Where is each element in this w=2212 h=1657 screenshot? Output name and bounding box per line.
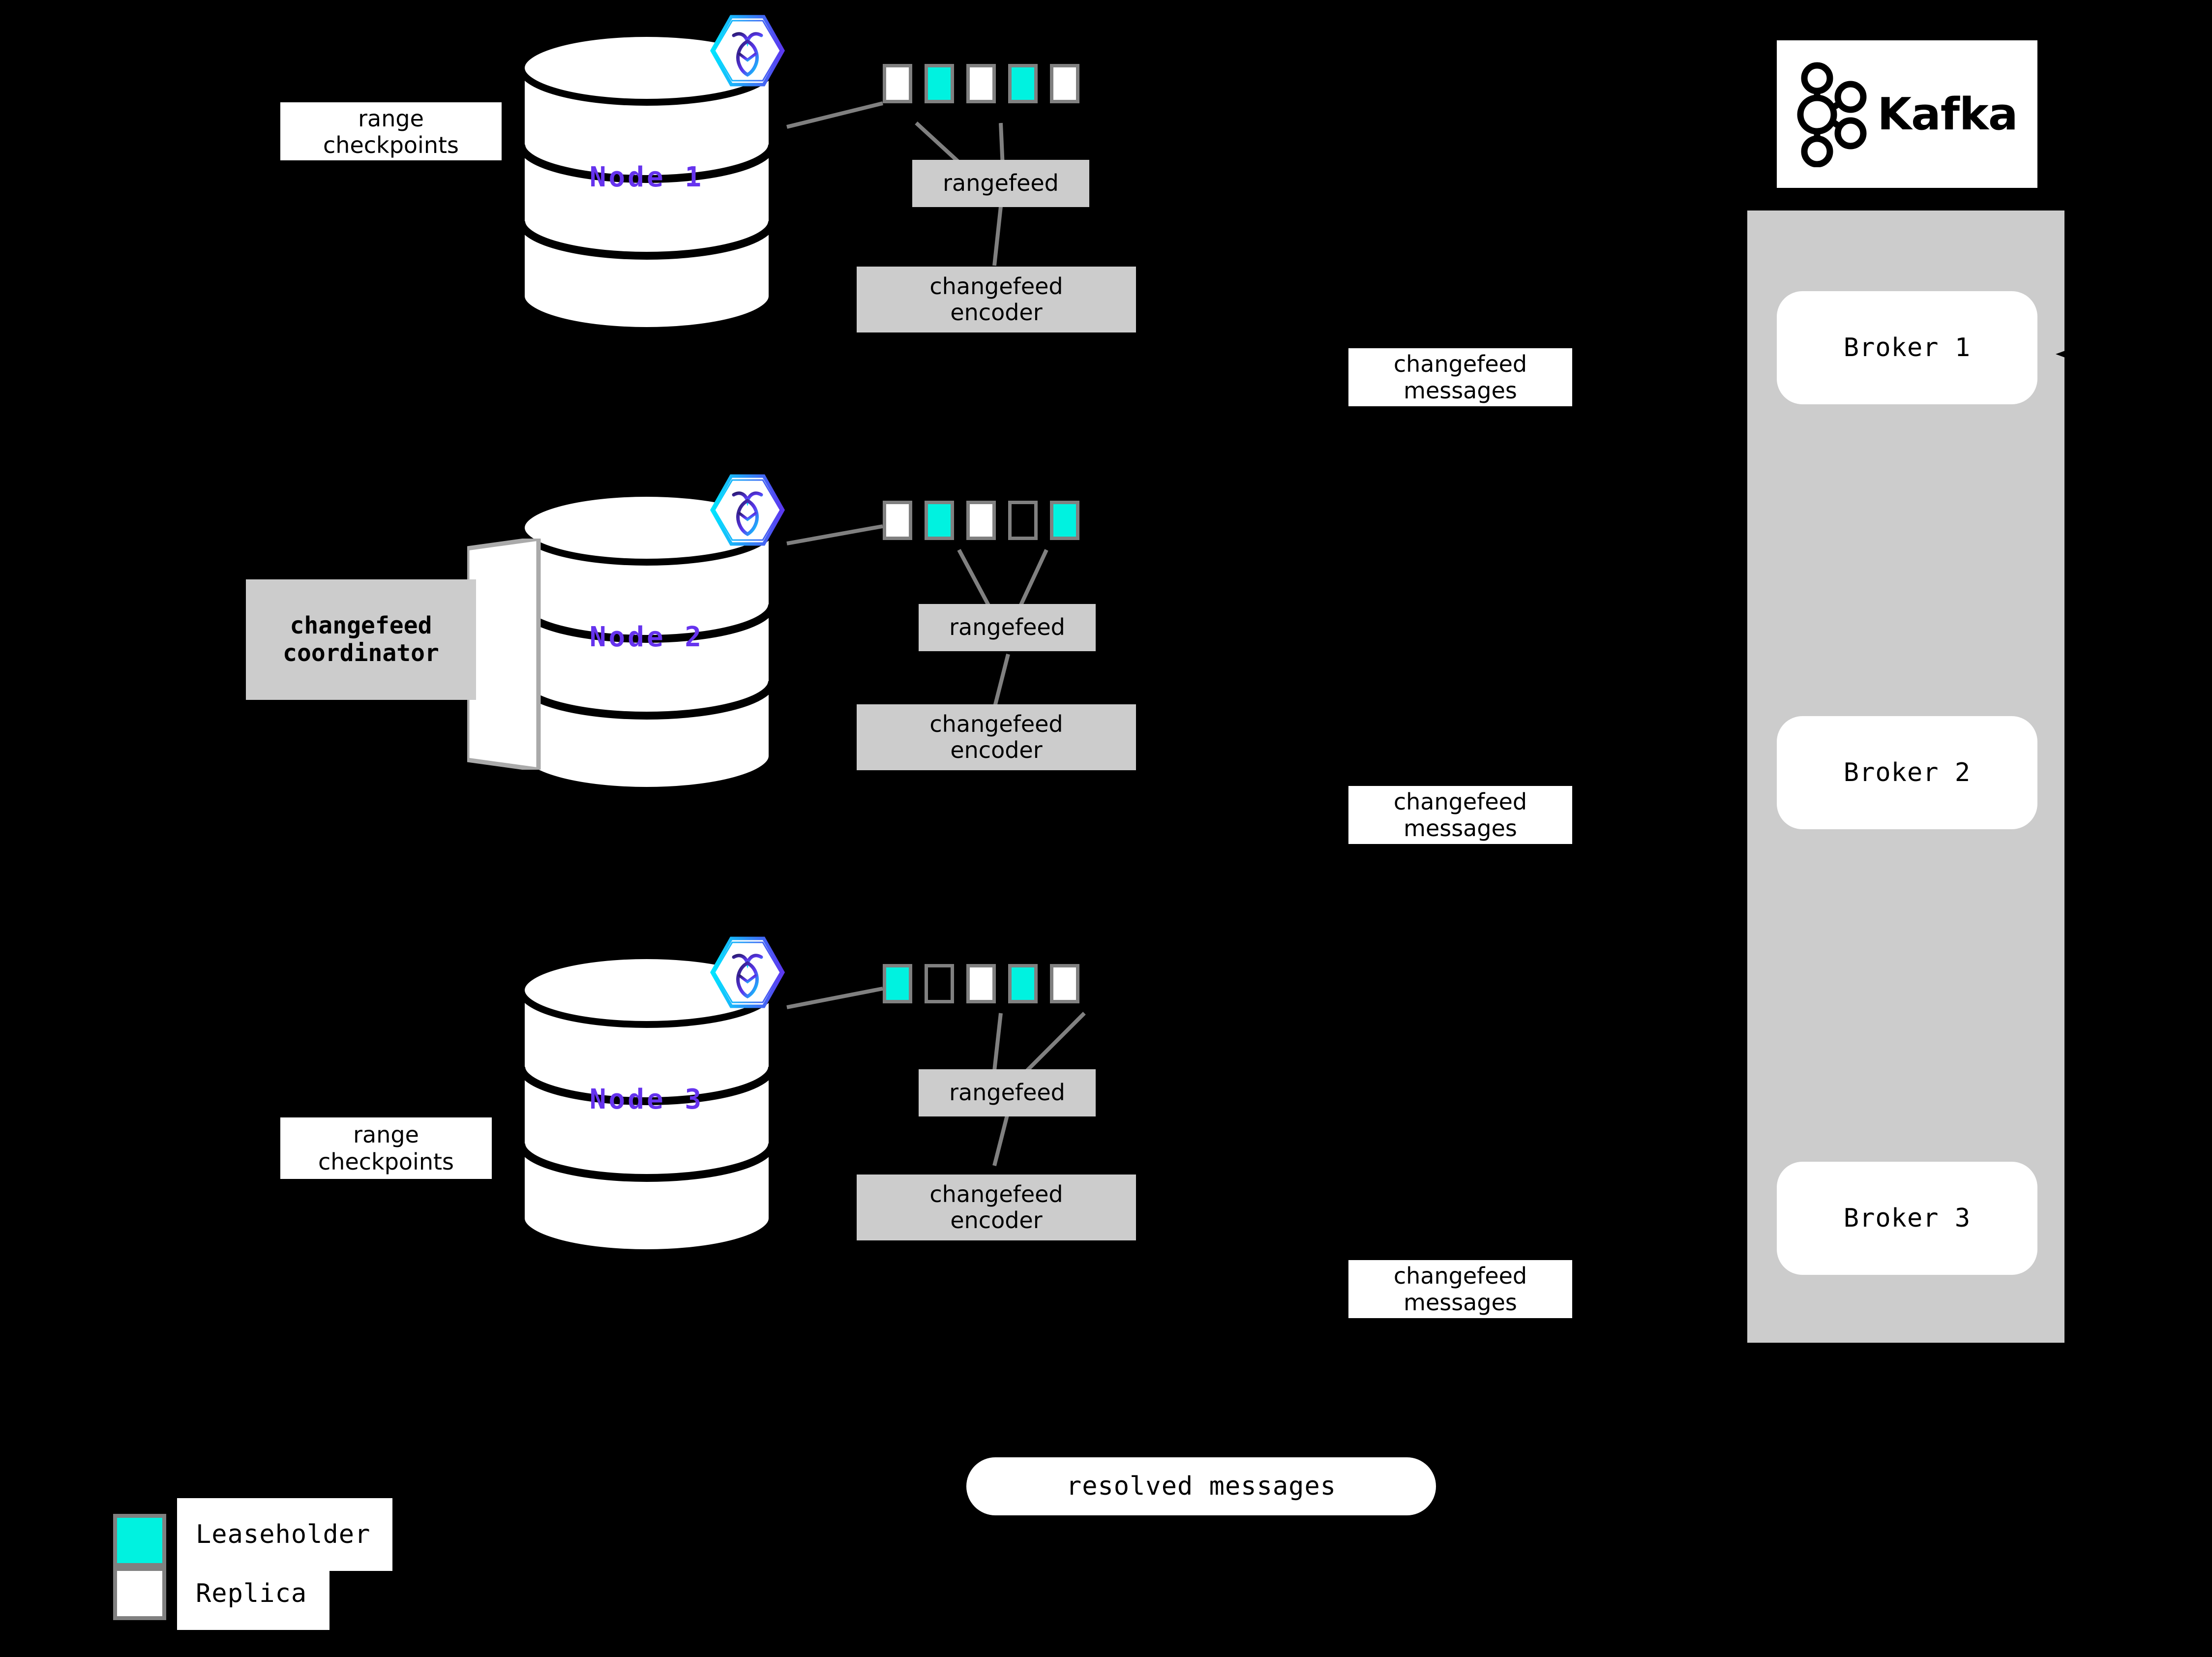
broker-label: Broker 2 [1843, 758, 1971, 787]
changefeed-messages-line-2: messages [1404, 1289, 1517, 1316]
range-box[interactable] [1050, 501, 1079, 540]
rangefeed-label: rangefeed [943, 170, 1059, 197]
encoder-line-2: encoder [950, 299, 1043, 326]
changefeed-messages-line-1: changefeed [1393, 350, 1527, 377]
changefeed-messages-line-2: messages [1404, 377, 1517, 404]
rangefeed-label: rangefeed [949, 614, 1065, 641]
node-2-rangefeed-box[interactable]: rangefeed [919, 604, 1096, 651]
kafka-inbound-arrowhead [2056, 346, 2077, 362]
range-box[interactable] [925, 501, 954, 540]
node-2-cylinder [516, 489, 777, 794]
range-checkpoints-line-2: checkpoints [323, 132, 459, 159]
legend-item-label: Leaseholder [196, 1520, 371, 1549]
kafka-wordmark: Kafka [1877, 88, 2018, 140]
node-3-label: Node 3 [589, 1084, 704, 1115]
coordinator-line-2: coordinator [283, 639, 439, 667]
node-3-cylinder [516, 952, 777, 1257]
legend-label-replica: Replica [177, 1557, 329, 1630]
node-1-label: Node 1 [589, 161, 704, 193]
node-1-range-row [883, 64, 1092, 103]
kafka-broker-1[interactable]: Broker 1 [1777, 291, 2037, 404]
changefeed-coordinator-callout-wedge [467, 539, 541, 770]
range-box[interactable] [1050, 64, 1079, 103]
node-2-changefeed-encoder-box[interactable]: changefeed encoder [857, 704, 1136, 770]
node-1-range-checkpoints-label: range checkpoints [280, 102, 502, 160]
changefeed-messages-label-1: changefeed messages [1348, 348, 1572, 406]
range-checkpoints-line-1: range [358, 105, 424, 132]
kafka-logo-box: Kafka [1777, 40, 2037, 188]
node-3-range-row [883, 964, 1092, 1003]
kafka-broker-3[interactable]: Broker 3 [1777, 1162, 2037, 1275]
node-1-group: Node 1 [516, 30, 777, 334]
node-1-rangefeed-box[interactable]: rangefeed [912, 160, 1089, 207]
range-box[interactable] [966, 964, 996, 1003]
node-2-range-row [883, 501, 1092, 540]
node-3-rangefeed-box[interactable]: rangefeed [919, 1069, 1096, 1116]
node-3-range-checkpoints-label: range checkpoints [280, 1117, 492, 1179]
encoder-line-2: encoder [950, 1207, 1043, 1234]
cockroachdb-hex-icon [708, 473, 787, 547]
coordinator-line-1: changefeed [290, 611, 432, 639]
node-3-group: Node 3 [516, 952, 777, 1257]
range-box[interactable] [1050, 964, 1079, 1003]
legend-swatch-replica [113, 1567, 166, 1620]
legend: Leaseholder Replica [113, 1498, 418, 1637]
changefeed-messages-line-1: changefeed [1393, 1262, 1527, 1289]
range-box[interactable] [883, 64, 912, 103]
changefeed-messages-line-1: changefeed [1393, 788, 1527, 815]
range-box[interactable] [925, 64, 954, 103]
broker-label: Broker 3 [1843, 1204, 1971, 1233]
node-2-group: Node 2 [516, 489, 777, 794]
resolved-messages-label: resolved messages [1066, 1472, 1337, 1501]
range-box[interactable] [883, 964, 912, 1003]
cockroachdb-hex-icon [708, 14, 787, 88]
changefeed-messages-label-3: changefeed messages [1348, 1260, 1572, 1318]
changefeed-messages-label-2: changefeed messages [1348, 786, 1572, 844]
cockroachdb-hex-icon [708, 935, 787, 1009]
range-box[interactable] [966, 64, 996, 103]
changefeed-coordinator-box[interactable]: changefeed coordinator [246, 579, 476, 700]
kafka-node-graph-icon [1797, 62, 1867, 167]
resolved-messages-pill[interactable]: resolved messages [966, 1457, 1436, 1515]
node-3-changefeed-encoder-box[interactable]: changefeed encoder [857, 1175, 1136, 1240]
range-box[interactable] [966, 501, 996, 540]
range-box[interactable] [925, 964, 954, 1003]
range-box[interactable] [1008, 64, 1038, 103]
kafka-broker-2[interactable]: Broker 2 [1777, 716, 2037, 829]
range-box[interactable] [883, 501, 912, 540]
encoder-line-2: encoder [950, 737, 1043, 763]
node-1-cylinder [516, 30, 777, 334]
rangefeed-label: rangefeed [949, 1079, 1065, 1106]
encoder-line-1: changefeed [929, 710, 1063, 737]
encoder-line-1: changefeed [929, 272, 1063, 300]
changefeed-messages-line-2: messages [1404, 815, 1517, 842]
legend-item-label: Replica [196, 1579, 307, 1608]
range-box[interactable] [1008, 964, 1038, 1003]
node-2-label: Node 2 [589, 621, 704, 653]
legend-swatch-leaseholder [113, 1514, 166, 1567]
range-checkpoints-line-1: range [353, 1121, 419, 1148]
encoder-line-1: changefeed [929, 1180, 1063, 1207]
range-box[interactable] [1008, 501, 1038, 540]
broker-label: Broker 1 [1843, 333, 1971, 362]
range-checkpoints-line-2: checkpoints [318, 1148, 454, 1175]
node-1-changefeed-encoder-box[interactable]: changefeed encoder [857, 267, 1136, 332]
